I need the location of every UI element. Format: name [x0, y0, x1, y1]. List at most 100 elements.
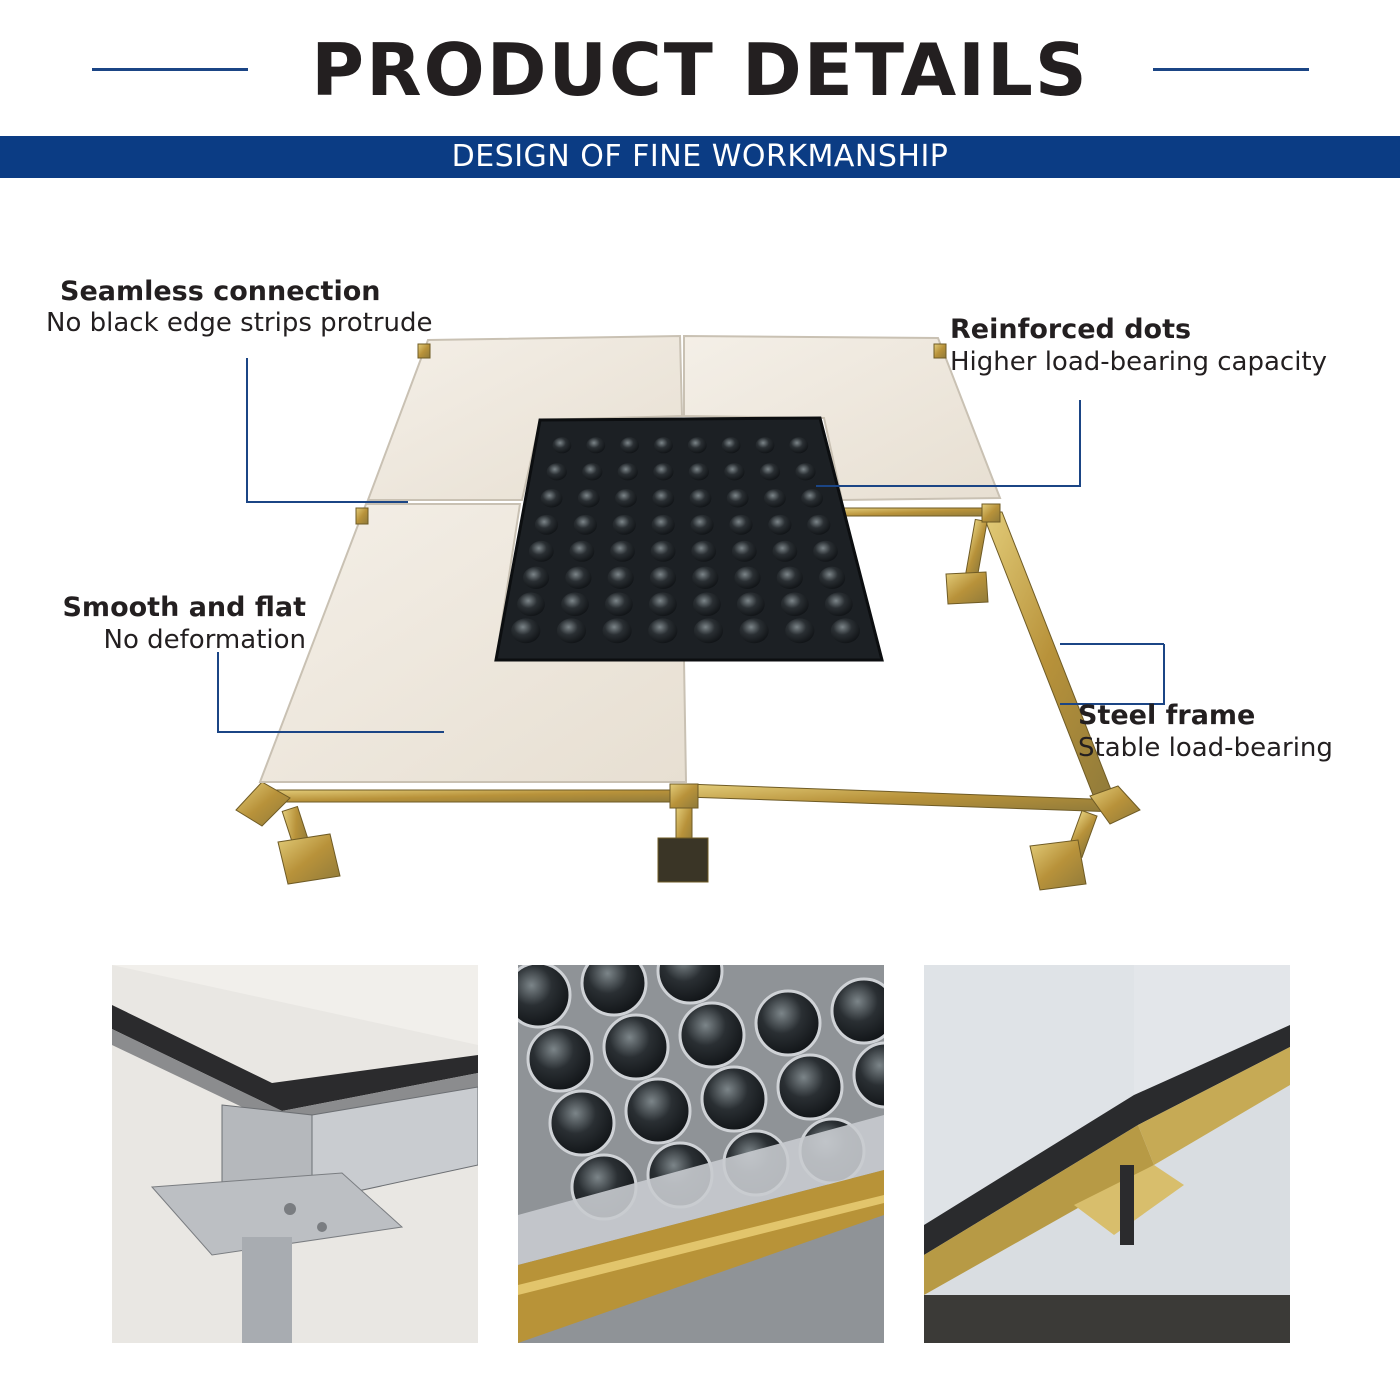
callout-steel-frame: Steel frame Stable load-bearing — [1078, 700, 1333, 764]
reinforced-dot — [653, 463, 674, 481]
reinforced-dot — [780, 592, 809, 617]
closeup-dot — [776, 1053, 844, 1121]
closeup-dot — [624, 1077, 692, 1145]
reinforced-dot — [540, 489, 563, 508]
closeup-dot — [548, 1089, 616, 1157]
floor-panels — [258, 334, 1002, 783]
reinforced-dot — [736, 592, 765, 617]
reinforced-dot — [511, 618, 541, 644]
closeup-dot — [580, 965, 648, 1017]
reinforced-dot — [534, 514, 559, 535]
reinforced-dot — [789, 437, 809, 454]
reinforced-dot — [734, 566, 761, 589]
reinforced-dot — [785, 618, 815, 644]
reinforced-dot — [721, 437, 741, 454]
reinforced-dot-panel — [494, 416, 884, 662]
reinforced-dots-closeup-photo — [518, 965, 884, 1343]
callout-seamless-connection: Seamless connection — [60, 276, 380, 308]
reinforced-dot — [569, 540, 595, 562]
reinforced-dot — [690, 514, 714, 535]
callout-leaders — [217, 358, 1165, 733]
page-title: PRODUCT DETAILS — [311, 28, 1089, 112]
callout-heading: Smooth and flat — [62, 592, 306, 623]
reinforced-dot — [612, 514, 636, 535]
reinforced-dot — [523, 566, 550, 589]
reinforced-dot — [691, 540, 717, 562]
reinforced-dot — [617, 463, 638, 481]
callout-reinforced-dots: Reinforced dots Higher load-bearing capa… — [950, 314, 1327, 378]
reinforced-dot — [607, 566, 634, 589]
reinforced-dot — [620, 437, 639, 454]
reinforced-dot — [755, 437, 775, 454]
callout-heading: Reinforced dots — [950, 314, 1192, 345]
reinforced-dot — [693, 592, 721, 617]
reinforced-dot — [517, 592, 545, 617]
closeup-dot — [830, 977, 884, 1045]
reinforced-dot — [615, 489, 637, 508]
reinforced-dot — [556, 618, 587, 644]
closeup-dot — [700, 1065, 768, 1133]
reinforced-dot — [824, 592, 853, 617]
reinforced-dot — [650, 540, 676, 562]
reinforced-dot — [807, 514, 831, 535]
closeup-dot — [678, 1001, 746, 1069]
closeup-dot — [518, 965, 572, 1029]
closeup-dot — [526, 1025, 594, 1093]
reinforced-dot — [546, 463, 567, 481]
reinforced-dot — [610, 540, 635, 562]
reinforced-dot — [649, 566, 677, 589]
title-rule-right — [1153, 68, 1309, 71]
reinforced-dot — [739, 618, 769, 644]
reinforced-dot — [648, 618, 678, 644]
reinforced-dot — [693, 618, 724, 644]
reinforced-dot — [692, 566, 719, 589]
corner-brackets — [355, 343, 1001, 525]
panel-joint-photo — [924, 965, 1290, 1343]
callout-subtext: No black edge strips protrude — [46, 308, 433, 338]
reinforced-dot — [649, 592, 677, 617]
reinforced-dot — [573, 514, 598, 535]
reinforced-dot — [731, 540, 757, 562]
reinforced-dot — [830, 618, 861, 644]
callout-seamless-text: No black edge strips protrude — [46, 307, 433, 339]
closeup-dot — [852, 1041, 884, 1109]
pedestals — [235, 518, 1141, 891]
reinforced-dot — [764, 489, 786, 508]
reinforced-dot — [528, 540, 554, 562]
reinforced-dot — [605, 592, 633, 617]
reinforced-dot — [819, 566, 846, 589]
callout-heading: Seamless connection — [60, 276, 381, 307]
closeup-dot — [656, 965, 724, 1005]
closeup-dot — [754, 989, 822, 1057]
reinforced-dot — [687, 437, 707, 454]
callout-subtext: Stable load-bearing — [1078, 733, 1333, 763]
reinforced-dot — [561, 592, 589, 617]
reinforced-dot — [688, 463, 710, 481]
reinforced-dot — [689, 489, 712, 508]
callout-subtext: Higher load-bearing capacity — [950, 347, 1328, 377]
title-rule-left — [92, 68, 248, 71]
reinforced-dot — [552, 437, 572, 454]
reinforced-dot — [726, 489, 749, 508]
reinforced-dot — [795, 463, 816, 481]
reinforced-dot — [582, 463, 603, 481]
reinforced-dot — [813, 540, 838, 562]
reinforced-dot — [724, 463, 745, 481]
closeup-dot — [602, 1013, 670, 1081]
reinforced-dot — [602, 618, 632, 644]
reinforced-dot — [768, 514, 792, 535]
reinforced-dot — [565, 566, 592, 589]
reinforced-dot — [652, 489, 675, 508]
raised-floor-illustration — [217, 334, 1165, 891]
callout-smooth-and-flat: Smooth and flat No deformation — [58, 592, 306, 656]
reinforced-dot — [759, 463, 781, 481]
reinforced-dot — [776, 566, 803, 589]
reinforced-dot — [654, 437, 673, 454]
callout-subtext: No deformation — [103, 625, 306, 655]
reinforced-dot — [772, 540, 798, 562]
reinforced-dot — [586, 437, 606, 454]
stringer-corner-photo — [112, 965, 478, 1343]
callout-heading: Steel frame — [1078, 700, 1256, 731]
reinforced-dot — [577, 489, 600, 508]
subtitle-banner: DESIGN OF FINE WORKMANSHIP — [0, 136, 1400, 178]
